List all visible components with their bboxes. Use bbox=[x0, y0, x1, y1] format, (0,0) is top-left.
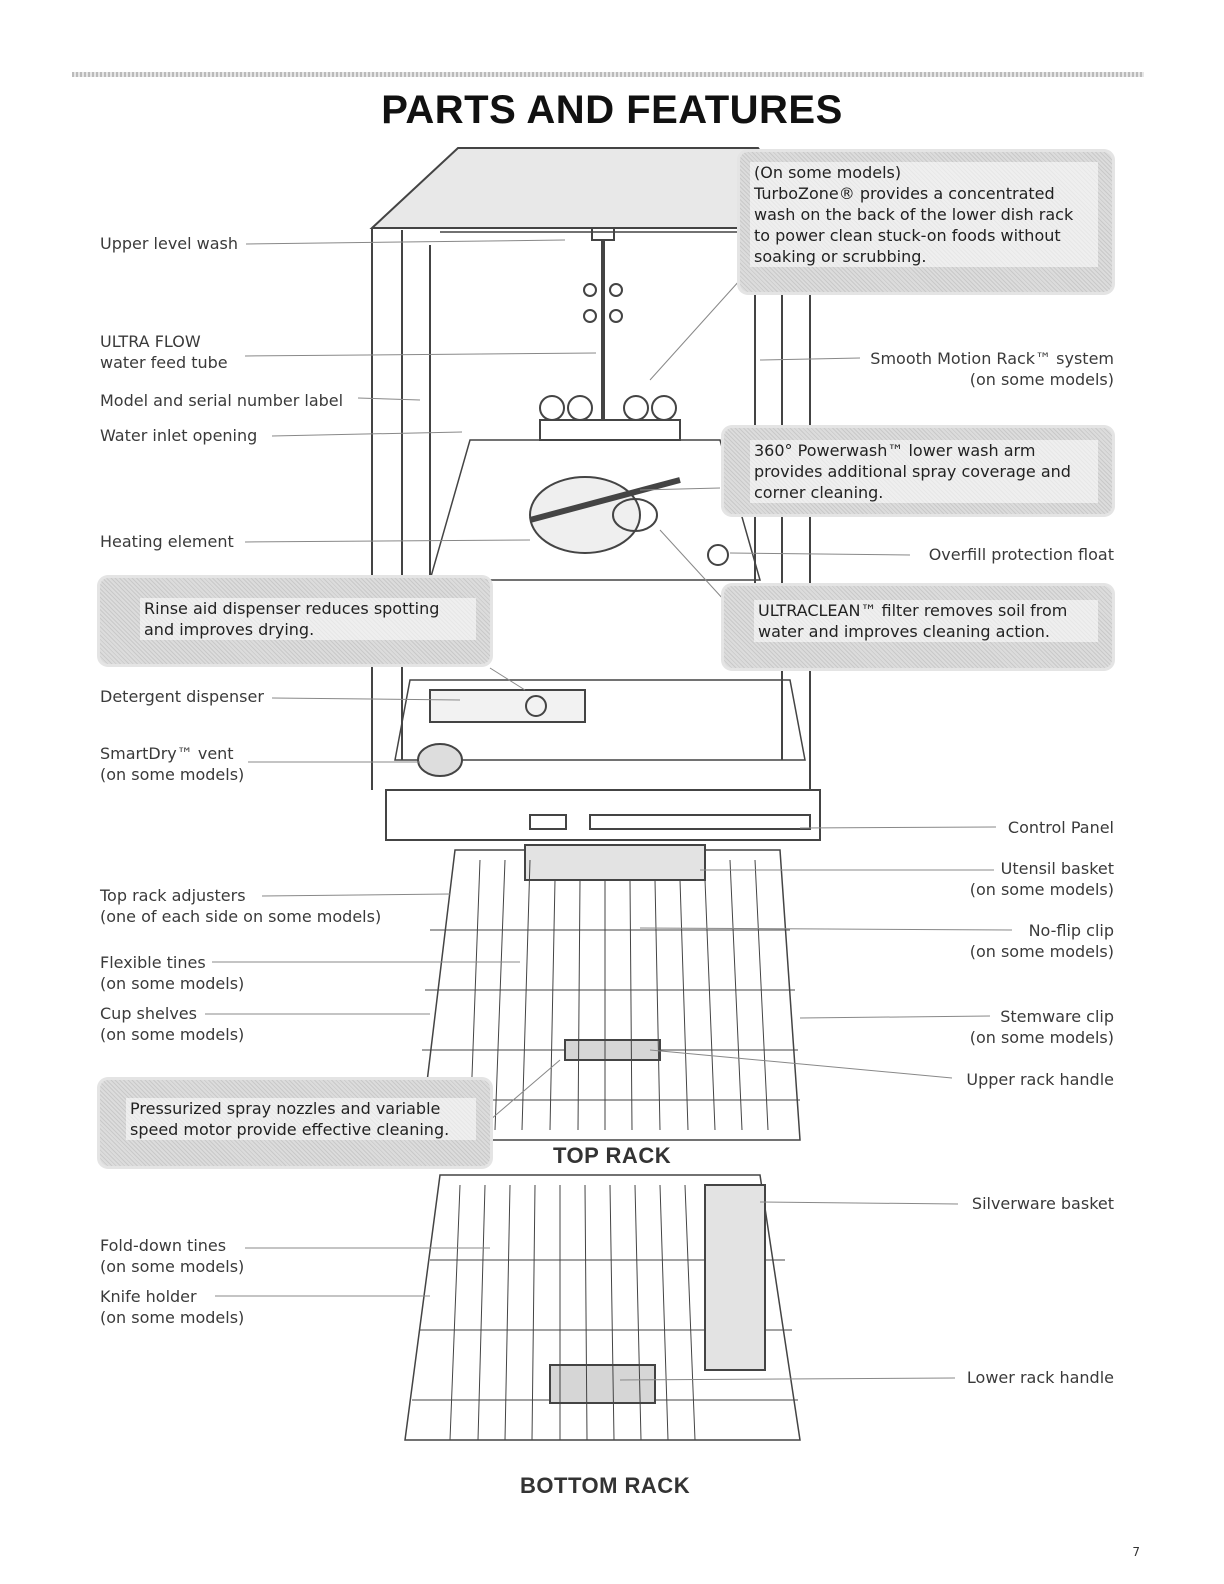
label-top-rack-adjusters: Top rack adjusters bbox=[100, 886, 246, 905]
label-smooth-motion: Smooth Motion Rack™ system bbox=[870, 349, 1114, 368]
label-heating-element: Heating element bbox=[100, 532, 234, 551]
label-upper-rack-handle: Upper rack handle bbox=[966, 1070, 1114, 1089]
label-knife-holder: Knife holder bbox=[100, 1287, 197, 1306]
callout-spray-nozzles-line: speed motor provide effective cleaning. bbox=[130, 1120, 450, 1139]
label-knife-holder-sub: (on some models) bbox=[100, 1308, 245, 1327]
callout-turbozone-line: soaking or scrubbing. bbox=[754, 247, 927, 266]
label-stemware-clip-sub: (on some models) bbox=[969, 1028, 1114, 1047]
callout-spray-nozzles-line: Pressurized spray nozzles and variable bbox=[130, 1099, 441, 1118]
label-ultra-flow-sub: water feed tube bbox=[100, 353, 228, 372]
callout-turbozone-line: (On some models) bbox=[754, 163, 902, 182]
callout-rinse-aid-line: Rinse aid dispenser reduces spotting bbox=[144, 599, 440, 618]
callout-powerwash-line: provides additional spray coverage and bbox=[754, 462, 1071, 481]
top-rack-title: TOP RACK bbox=[553, 1143, 672, 1168]
label-lower-rack-handle: Lower rack handle bbox=[966, 1368, 1114, 1387]
label-utensil-basket-sub: (on some models) bbox=[969, 880, 1114, 899]
callout-turbozone-line: wash on the back of the lower dish rack bbox=[754, 205, 1074, 224]
callout-ultraclean: ULTRACLEAN™ filter removes soil from wat… bbox=[724, 586, 1112, 668]
label-model-serial: Model and serial number label bbox=[100, 391, 344, 410]
label-cup-shelves: Cup shelves bbox=[100, 1004, 197, 1023]
page-title: PARTS AND FEATURES bbox=[381, 88, 843, 132]
label-top-rack-adjusters-sub: (one of each side on some models) bbox=[100, 907, 382, 926]
callout-rinse-aid-line: and improves drying. bbox=[144, 620, 315, 639]
label-upper-level-wash: Upper level wash bbox=[100, 234, 239, 253]
label-silverware-basket: Silverware basket bbox=[971, 1194, 1114, 1213]
callout-powerwash-line: corner cleaning. bbox=[754, 483, 884, 502]
callout-ultraclean-line: water and improves cleaning action. bbox=[758, 622, 1050, 641]
callout-powerwash: 360° Powerwash™ lower wash arm provides … bbox=[724, 428, 1112, 514]
label-detergent-dispenser: Detergent dispenser bbox=[100, 687, 264, 706]
label-ultra-flow: ULTRA FLOW bbox=[100, 332, 201, 351]
label-smartdry: SmartDry™ vent bbox=[100, 744, 234, 763]
callout-powerwash-line: 360° Powerwash™ lower wash arm bbox=[754, 441, 1036, 460]
callout-ultraclean-line: ULTRACLEAN™ filter removes soil from bbox=[758, 601, 1068, 620]
label-stemware-clip: Stemware clip bbox=[1000, 1007, 1114, 1026]
label-flexible-tines-sub: (on some models) bbox=[100, 974, 245, 993]
label-cup-shelves-sub: (on some models) bbox=[100, 1025, 245, 1044]
label-flexible-tines: Flexible tines bbox=[100, 953, 206, 972]
callout-turbozone-line: TurboZone® provides a concentrated bbox=[754, 184, 1055, 203]
bottom-rack-title: BOTTOM RACK bbox=[520, 1473, 691, 1498]
label-control-panel: Control Panel bbox=[1007, 818, 1114, 837]
label-smartdry-sub: (on some models) bbox=[100, 765, 245, 784]
top-rule bbox=[72, 72, 1144, 77]
label-smooth-motion-sub: (on some models) bbox=[969, 370, 1114, 389]
label-fold-down-tines-sub: (on some models) bbox=[100, 1257, 245, 1276]
label-no-flip-clip: No-flip clip bbox=[1028, 921, 1114, 940]
label-utensil-basket: Utensil basket bbox=[1000, 859, 1114, 878]
callout-spray-nozzles: Pressurized spray nozzles and variable s… bbox=[100, 1080, 490, 1166]
page-number: 7 bbox=[1132, 1545, 1140, 1559]
label-fold-down-tines: Fold-down tines bbox=[100, 1236, 227, 1255]
callout-turbozone-line: to power clean stuck-on foods without bbox=[754, 226, 1061, 245]
callout-rinse-aid: Rinse aid dispenser reduces spotting and… bbox=[100, 578, 490, 664]
label-overfill-float: Overfill protection float bbox=[928, 545, 1114, 564]
label-no-flip-clip-sub: (on some models) bbox=[969, 942, 1114, 961]
label-water-inlet: Water inlet opening bbox=[100, 426, 258, 445]
callout-turbozone: (On some models) TurboZone® provides a c… bbox=[740, 152, 1112, 292]
